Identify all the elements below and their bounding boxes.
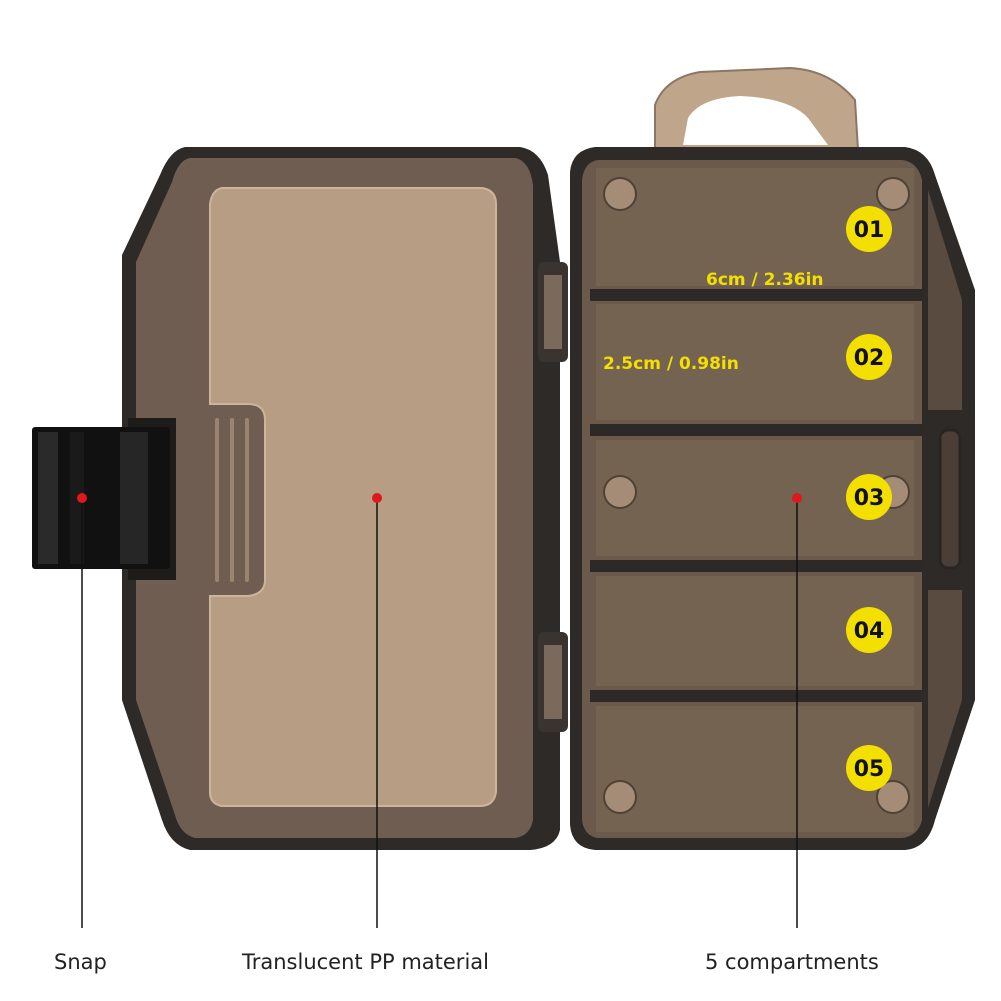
material-caption: Translucent PP material bbox=[242, 950, 489, 974]
side-slot bbox=[938, 428, 962, 570]
hanger-hole bbox=[683, 96, 828, 145]
base-side-wall bbox=[928, 190, 962, 808]
svg-text:02: 02 bbox=[854, 346, 885, 371]
compartment-badge-01: 01 bbox=[846, 206, 892, 252]
callout-leaders bbox=[81, 498, 798, 928]
svg-text:03: 03 bbox=[854, 486, 885, 511]
lid-grip-ridges bbox=[215, 418, 249, 582]
compartment-badge-04: 04 bbox=[846, 607, 892, 653]
compartment-badge-03: 03 bbox=[846, 474, 892, 520]
height-dimension-label: 2.5cm / 0.98in bbox=[603, 354, 739, 374]
snap-caption: Snap bbox=[54, 950, 107, 974]
compartments-caption: 5 compartments bbox=[705, 950, 879, 974]
compartment-dividers bbox=[590, 289, 922, 702]
compartment-badge-05: 05 bbox=[846, 745, 892, 791]
svg-text:05: 05 bbox=[854, 757, 885, 782]
compartment-badge-02: 02 bbox=[846, 334, 892, 380]
lid-inner-panel bbox=[209, 187, 497, 807]
compartments-marker bbox=[792, 493, 802, 503]
svg-text:01: 01 bbox=[854, 218, 885, 243]
snap-marker bbox=[77, 493, 87, 503]
material-marker bbox=[372, 493, 382, 503]
svg-text:04: 04 bbox=[854, 619, 885, 644]
width-dimension-label: 6cm / 2.36in bbox=[706, 270, 824, 290]
